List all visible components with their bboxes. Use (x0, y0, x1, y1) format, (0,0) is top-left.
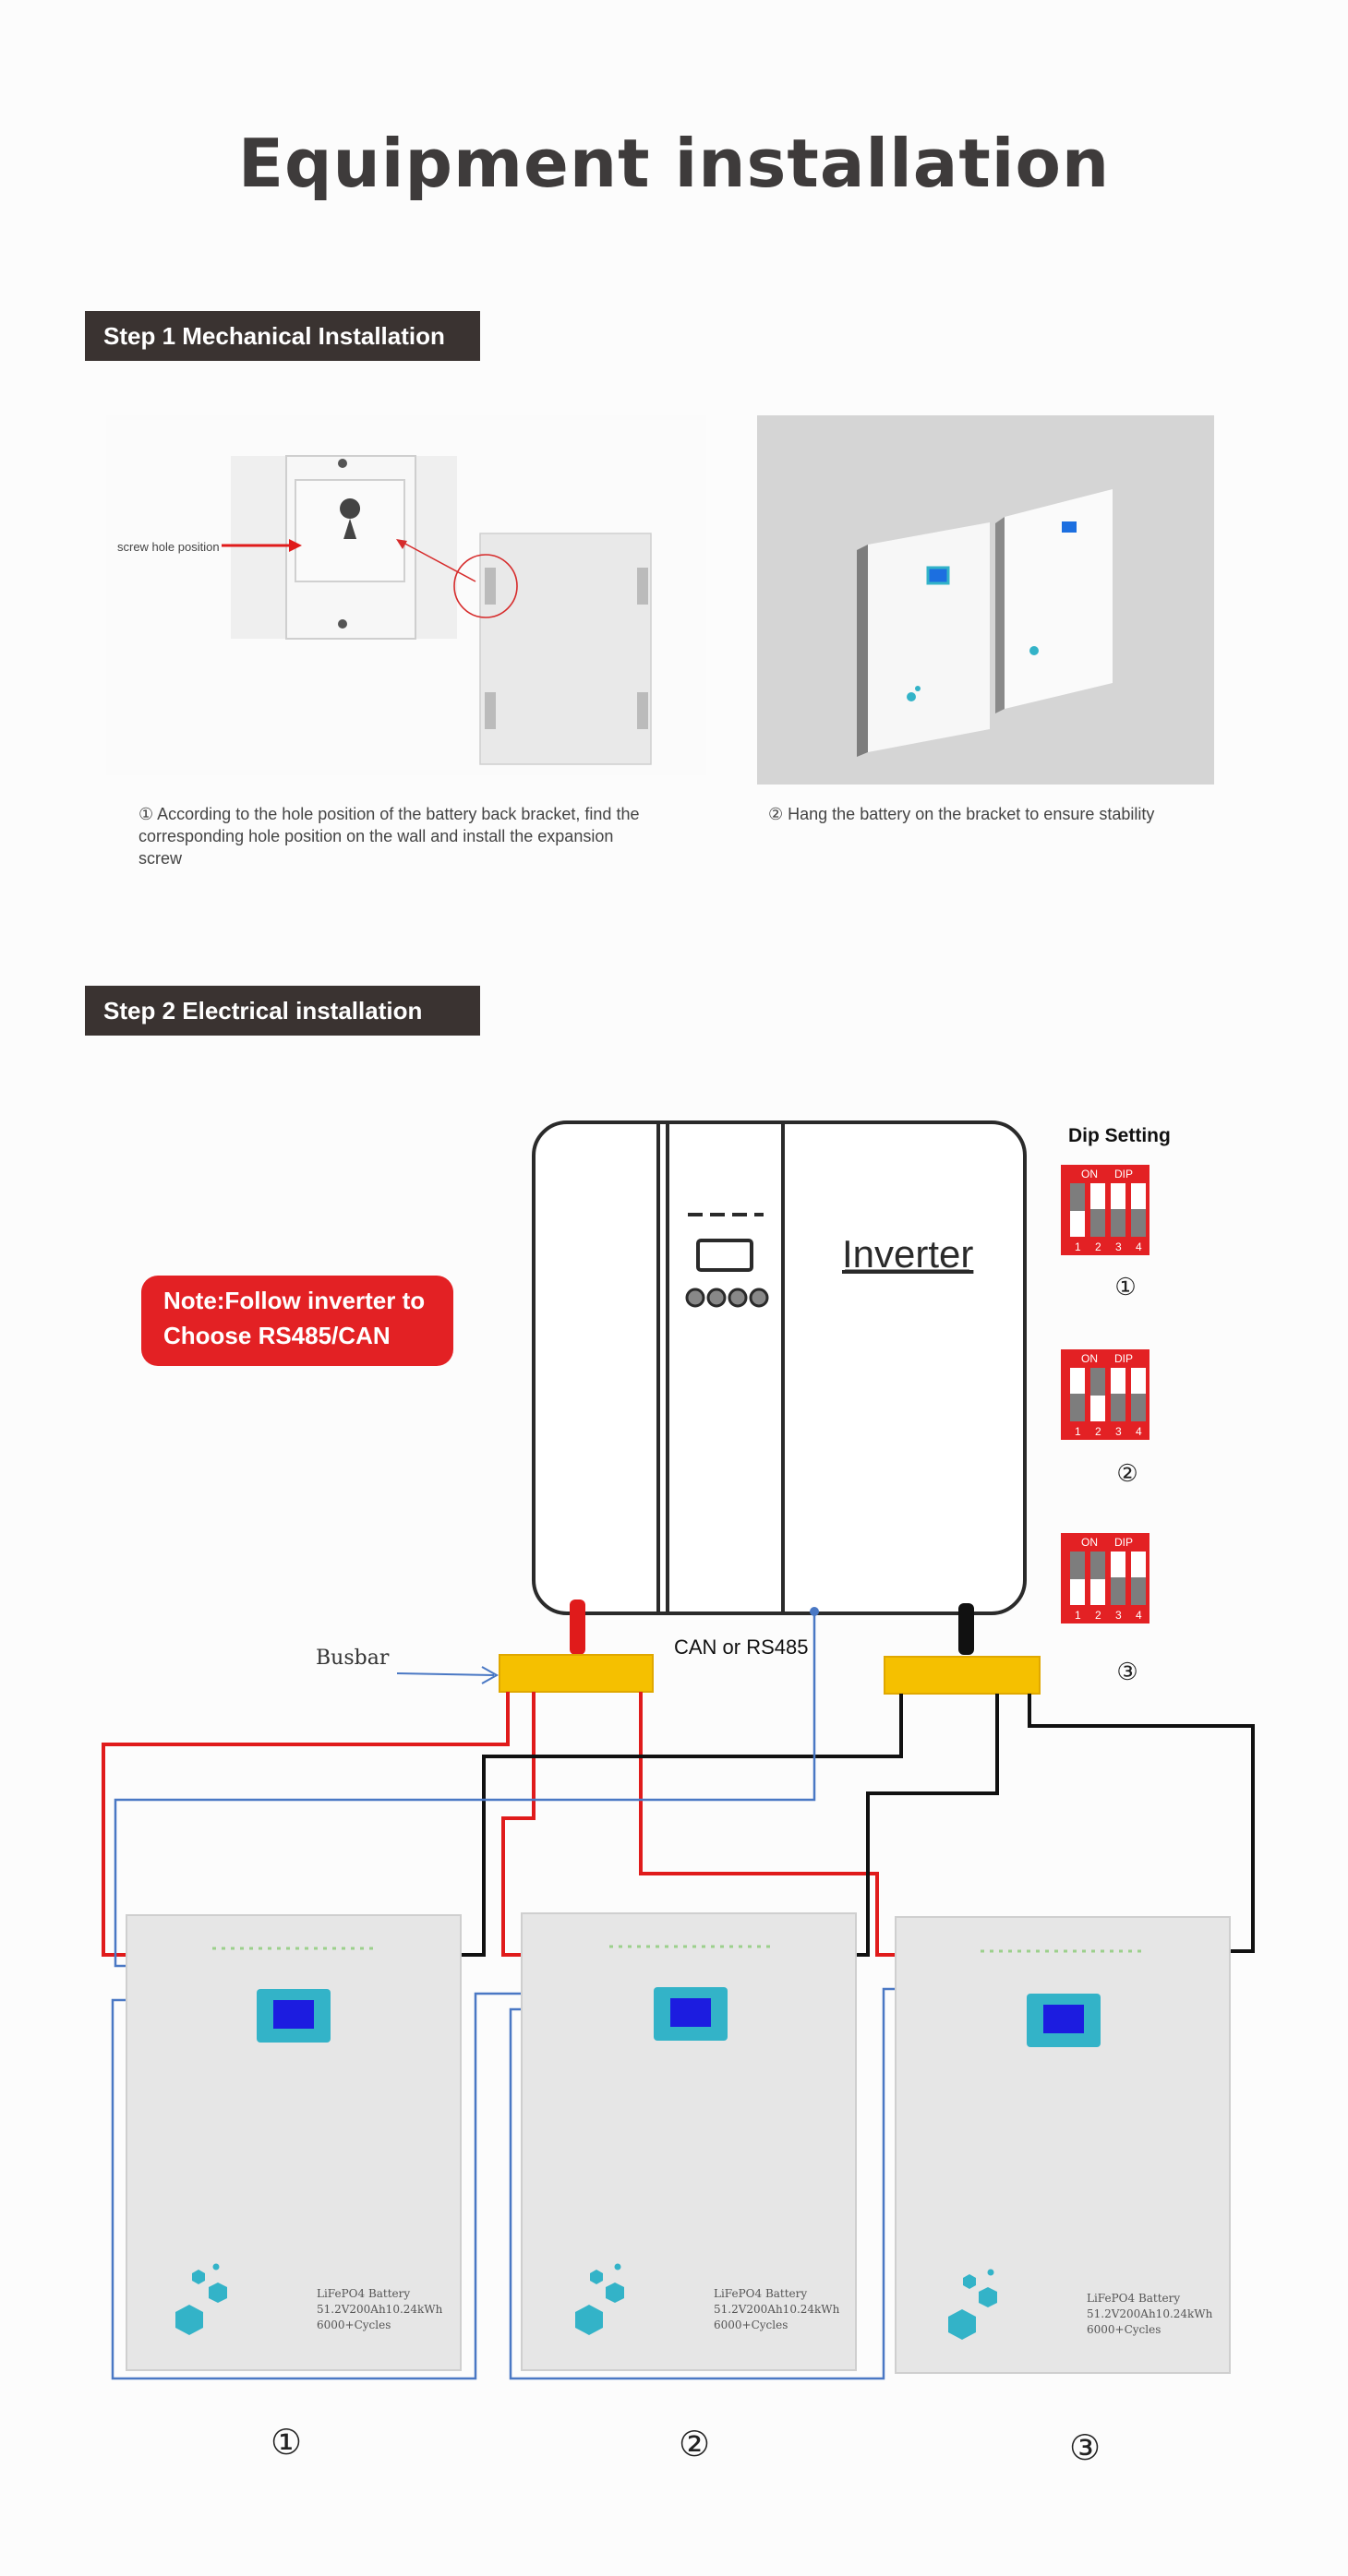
step1-heading: Step 1 Mechanical Installation (85, 311, 480, 361)
screw-hole-label: screw hole position (117, 540, 220, 554)
dip-lever (1131, 1394, 1146, 1421)
battery-number: ② (678, 2424, 711, 2464)
dip-switch-number: 3 (1115, 1240, 1122, 1253)
step1-caption-right: ② Hang the battery on the bracket to ens… (768, 805, 1155, 823)
dip-switch: ON DIP 1 2 3 4 (1061, 1349, 1149, 1440)
dip-dip-label: DIP (1114, 1536, 1133, 1549)
battery-2 (521, 1912, 857, 2371)
dip-dip-label: DIP (1114, 1352, 1133, 1365)
dip-switch-number: 4 (1136, 1609, 1142, 1622)
dip-switch-number: 2 (1095, 1425, 1101, 1438)
hole-highlight-circle (453, 554, 518, 618)
dip-dip-label: DIP (1114, 1168, 1133, 1180)
dip-lever (1070, 1183, 1085, 1211)
wiring-diagram (102, 1120, 1255, 2380)
dip-switch-number: 4 (1136, 1240, 1142, 1253)
step2-heading: Step 2 Electrical installation (85, 986, 480, 1036)
inverter-display (696, 1239, 753, 1272)
dip-on-label: ON (1081, 1168, 1098, 1180)
dip-switch-number: 2 (1095, 1240, 1101, 1253)
battery-3 (895, 1916, 1231, 2374)
arrow-icon (289, 539, 302, 552)
dip-lever (1090, 1552, 1105, 1579)
battery-number: ① (270, 2422, 303, 2462)
note-badge: Note:Follow inverter to Choose RS485/CAN (141, 1276, 453, 1366)
dip-switch-number: 3 (1115, 1425, 1122, 1438)
inverter-label: Inverter (842, 1232, 974, 1276)
screw-hole-icon (340, 498, 361, 539)
dip-switch: ON DIP 1 2 3 4 (1061, 1533, 1149, 1623)
battery-back-bracket (479, 533, 652, 765)
dip-switch-number: 1 (1075, 1425, 1081, 1438)
wall-mounted-batteries-photo (757, 415, 1214, 785)
dip-lever (1131, 1209, 1146, 1237)
busbar-negative (884, 1656, 1041, 1695)
dip-lever (1090, 1209, 1105, 1237)
comm-label: CAN or RS485 (674, 1635, 809, 1659)
dip-lever (1090, 1368, 1105, 1396)
dip-setting-number: ③ (1116, 1659, 1138, 1686)
busbar-positive (499, 1654, 654, 1693)
dip-on-label: ON (1081, 1352, 1098, 1365)
dip-lever (1131, 1577, 1146, 1605)
inverter (532, 1120, 1027, 1615)
dip-lever (1111, 1577, 1125, 1605)
dip-switch-number: 1 (1075, 1609, 1081, 1622)
dip-switch-number: 2 (1095, 1609, 1101, 1622)
dip-on-label: ON (1081, 1536, 1098, 1549)
dip-setting-title: Dip Setting (1068, 1125, 1171, 1146)
bracket-photo: screw hole position (106, 415, 706, 775)
page-title: Equipment installation (237, 125, 1111, 202)
step1-caption-left: ① According to the hole position of the … (138, 805, 640, 868)
dip-switch-number: 1 (1075, 1240, 1081, 1253)
dip-switch: ON DIP 1 2 3 4 (1061, 1165, 1149, 1255)
dip-setting-number: ② (1116, 1460, 1138, 1488)
dip-switch-number: 4 (1136, 1425, 1142, 1438)
battery-number: ③ (1068, 2427, 1101, 2468)
dip-setting-number: ① (1114, 1274, 1137, 1301)
dip-lever (1111, 1209, 1125, 1237)
battery-1 (126, 1914, 462, 2371)
dip-lever (1070, 1552, 1085, 1579)
busbar-label: Busbar (316, 1647, 390, 1670)
dip-switch-number: 3 (1115, 1609, 1122, 1622)
dip-lever (1070, 1394, 1085, 1421)
dip-lever (1111, 1394, 1125, 1421)
